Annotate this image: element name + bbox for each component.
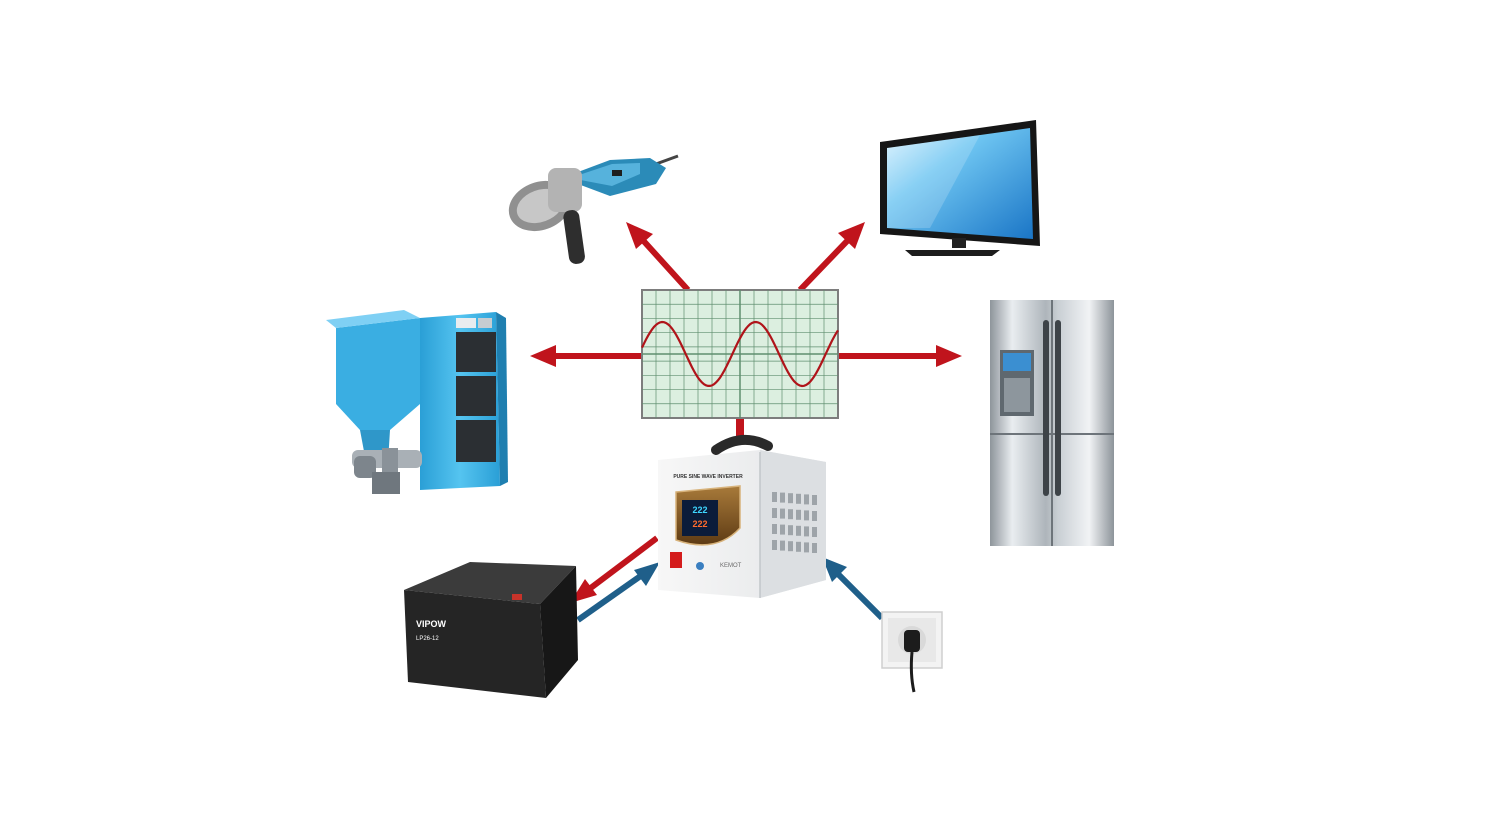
arrow-to-boiler <box>530 345 642 367</box>
angle-grinder-icon <box>508 154 679 264</box>
vent-slot <box>796 541 801 552</box>
oscilloscope-sine-icon <box>641 289 839 419</box>
input-arrows <box>576 557 885 623</box>
inverter-title: PURE SINE WAVE INVERTER <box>673 474 743 480</box>
vent-slot <box>788 509 793 520</box>
vent-slot <box>804 542 809 553</box>
tv-icon <box>880 120 1040 256</box>
vent-slot <box>812 495 817 505</box>
vent-slot <box>796 493 801 504</box>
battery-model: LP26-12 <box>416 636 439 642</box>
vent-slot <box>772 524 777 534</box>
inverter-brand: KEMOT <box>720 563 742 569</box>
arrow-from-socket <box>822 557 885 621</box>
vent-slot <box>796 525 801 536</box>
vent-slot <box>812 527 817 537</box>
display-top-value: 222 <box>692 505 707 515</box>
output-arrows <box>530 222 962 603</box>
vent-slot <box>812 543 817 553</box>
vent-slot <box>796 509 801 520</box>
pellet-boiler-icon <box>326 310 508 494</box>
arrow-to-tv <box>797 222 865 293</box>
vent-slot <box>788 541 793 552</box>
arrow-to-battery <box>570 535 659 603</box>
battery-brand: VIPOW <box>416 619 447 629</box>
battery-icon: VIPOW LP26-12 <box>404 562 578 698</box>
vent-slot <box>772 540 777 550</box>
arrow-to-grinder <box>626 222 691 293</box>
inverter-vents <box>772 492 817 553</box>
vent-slot <box>804 494 809 505</box>
wall-socket-icon <box>881 611 943 693</box>
vent-slot <box>788 525 793 536</box>
inverter-icon: PURE SINE WAVE INVERTER 222 222 KEMOT <box>658 435 826 598</box>
vent-slot <box>780 492 785 503</box>
vent-slot <box>772 508 777 518</box>
vent-slot <box>804 510 809 521</box>
status-led <box>696 562 704 570</box>
vent-slot <box>780 508 785 519</box>
vent-slot <box>804 526 809 537</box>
arrow-to-fridge <box>838 345 962 367</box>
vent-slot <box>788 493 793 504</box>
arrow-from-battery <box>576 562 660 623</box>
vent-slot <box>780 540 785 551</box>
vent-slot <box>780 524 785 535</box>
sine-wave <box>641 320 839 388</box>
vent-slot <box>772 492 777 502</box>
display-bottom-value: 222 <box>692 519 707 529</box>
refrigerator-icon <box>990 300 1114 546</box>
vent-slot <box>812 511 817 521</box>
power-switch <box>670 552 682 568</box>
